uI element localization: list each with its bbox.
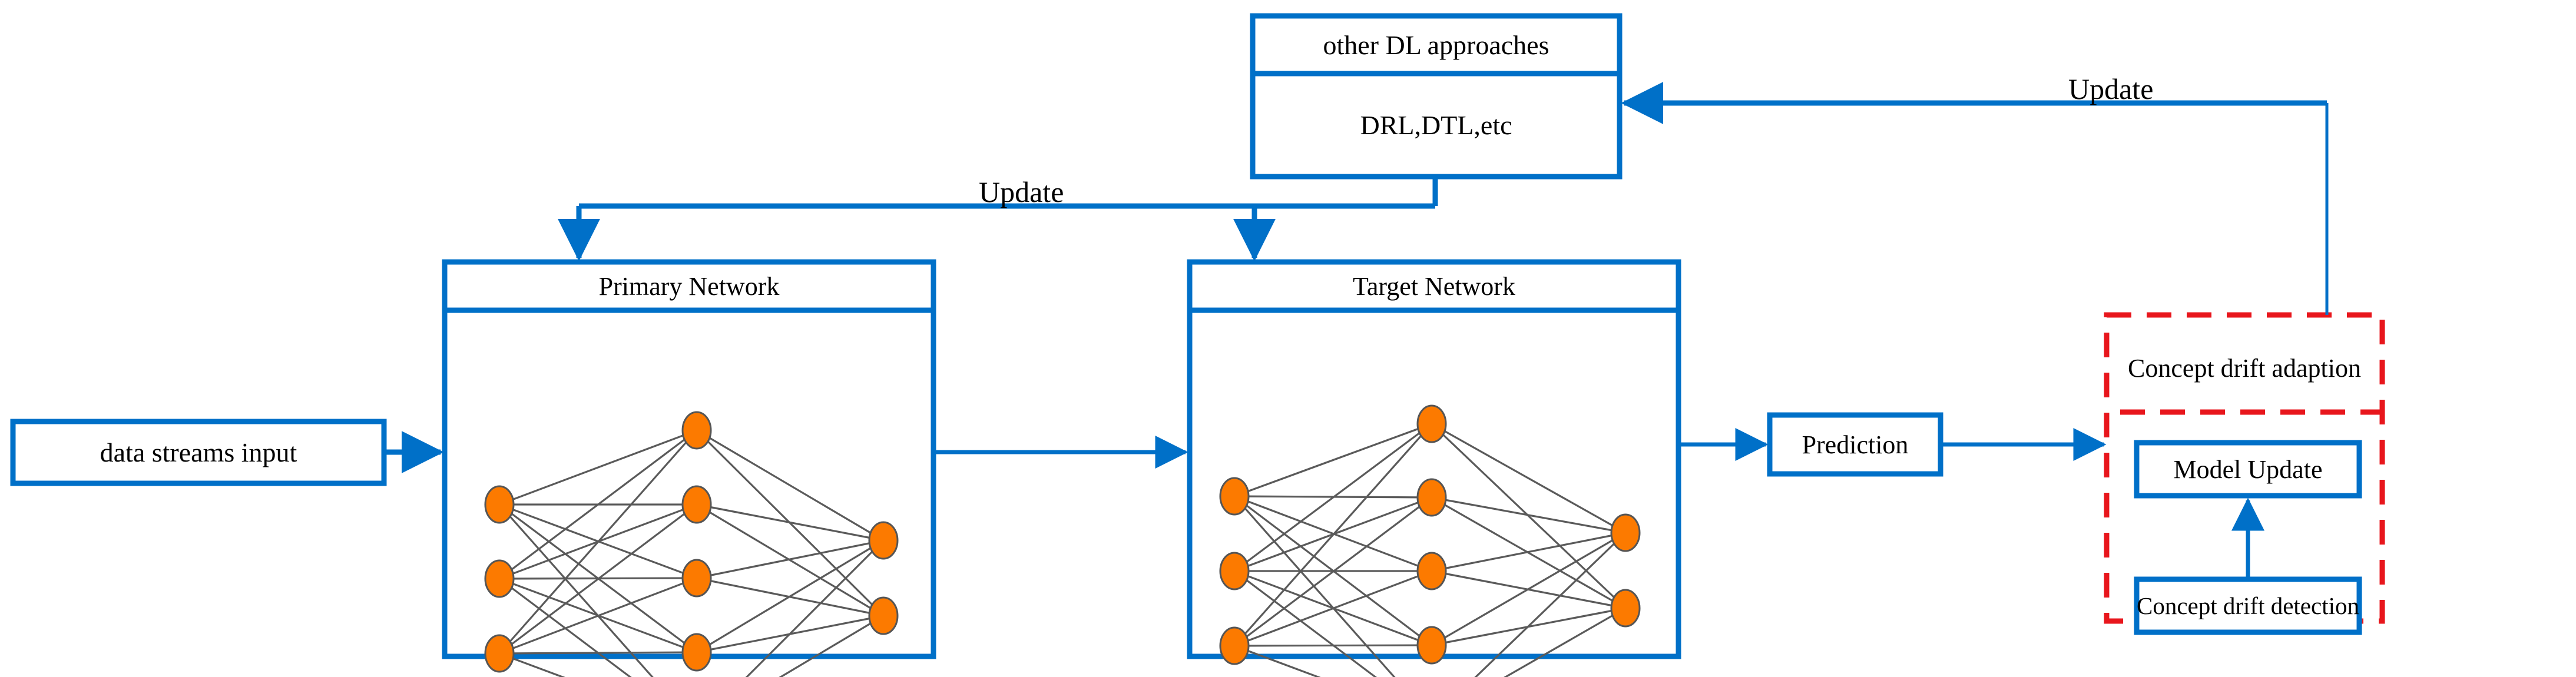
primary-network-box[interactable] [442, 259, 936, 659]
primary-network-graph [484, 411, 899, 677]
update-label-right: Update [2068, 72, 2154, 105]
concept-drift-detection-box[interactable] [2134, 576, 2362, 635]
prediction-box[interactable] [1767, 412, 1943, 477]
arrow-update-right-feedback [1621, 82, 2329, 315]
target-network-graph [1219, 404, 1641, 677]
update-label-left: Update [979, 175, 1064, 208]
other-dl-approaches-box[interactable] [1250, 13, 1623, 180]
model-update-box[interactable] [2134, 440, 2362, 499]
concept-drift-adaption-group[interactable] [2104, 312, 2385, 624]
data-streams-input-box[interactable] [10, 419, 387, 486]
arrow-update-left-branch [558, 178, 1438, 261]
target-network-box[interactable] [1187, 259, 1681, 659]
